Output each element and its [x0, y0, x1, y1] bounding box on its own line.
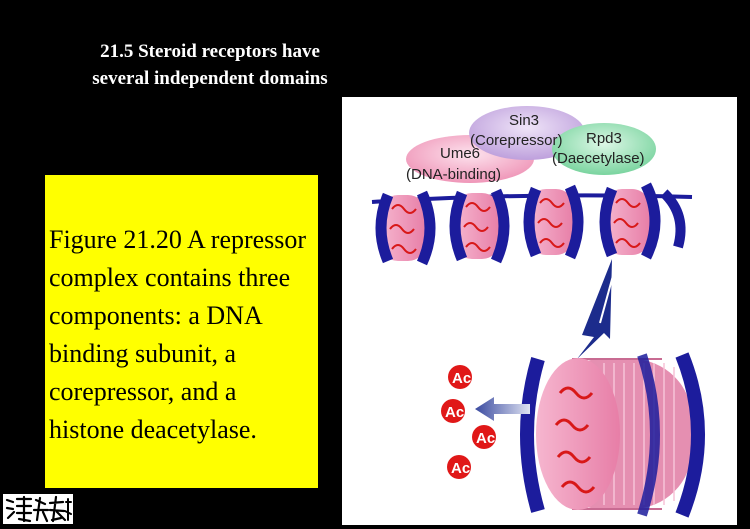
svg-text:Ac: Ac: [451, 460, 470, 477]
chromatin-fiber: [371, 182, 693, 266]
rpd3-deacetylase: [552, 123, 656, 175]
caption-box: Figure 21.20 A repressor complex contain…: [45, 175, 318, 488]
enlarged-nucleosome: [520, 352, 705, 518]
deacetylase-label: (Daecetylase): [552, 150, 645, 167]
calligraphy-seal-icon: [5, 495, 72, 523]
university-logo: [3, 494, 73, 524]
acetyl-group-3: Ac: [472, 425, 496, 449]
acetyl-group-1: Ac: [448, 365, 472, 389]
nucleosome-1: [375, 190, 436, 266]
svg-text:Ac: Ac: [476, 430, 495, 447]
sin3-label: Sin3: [509, 112, 539, 129]
acetyl-group-4: Ac: [447, 455, 471, 479]
dna-binding-label: (DNA-binding): [406, 166, 501, 183]
deacetylation-arrow: [475, 397, 530, 421]
nucleosome-4: [599, 182, 661, 260]
nucleosome-3: [523, 184, 584, 260]
figure-caption: Figure 21.20 A repressor complex contain…: [49, 225, 307, 444]
title-line-2: several independent domains: [92, 68, 328, 89]
ume6-label: Ume6: [440, 145, 480, 162]
svg-text:Ac: Ac: [452, 370, 471, 387]
acetyl-group-2: Ac: [441, 399, 465, 423]
figure-diagram: Sin3 (Corepressor) Rpd3 Ume6 (Daecetylas…: [371, 106, 705, 518]
title-line-1: 21.5 Steroid receptors have: [100, 41, 320, 62]
repressor-complex-figure: Sin3 (Corepressor) Rpd3 Ume6 (Daecetylas…: [342, 97, 737, 525]
rpd3-label: Rpd3: [586, 130, 622, 147]
zoom-arrow: [577, 259, 618, 359]
slide-title: 21.5 Steroid receptors have several inde…: [30, 38, 390, 92]
svg-text:Ac: Ac: [445, 404, 464, 421]
corepressor-label: (Corepressor): [470, 132, 563, 149]
nucleosome-2: [449, 188, 510, 264]
